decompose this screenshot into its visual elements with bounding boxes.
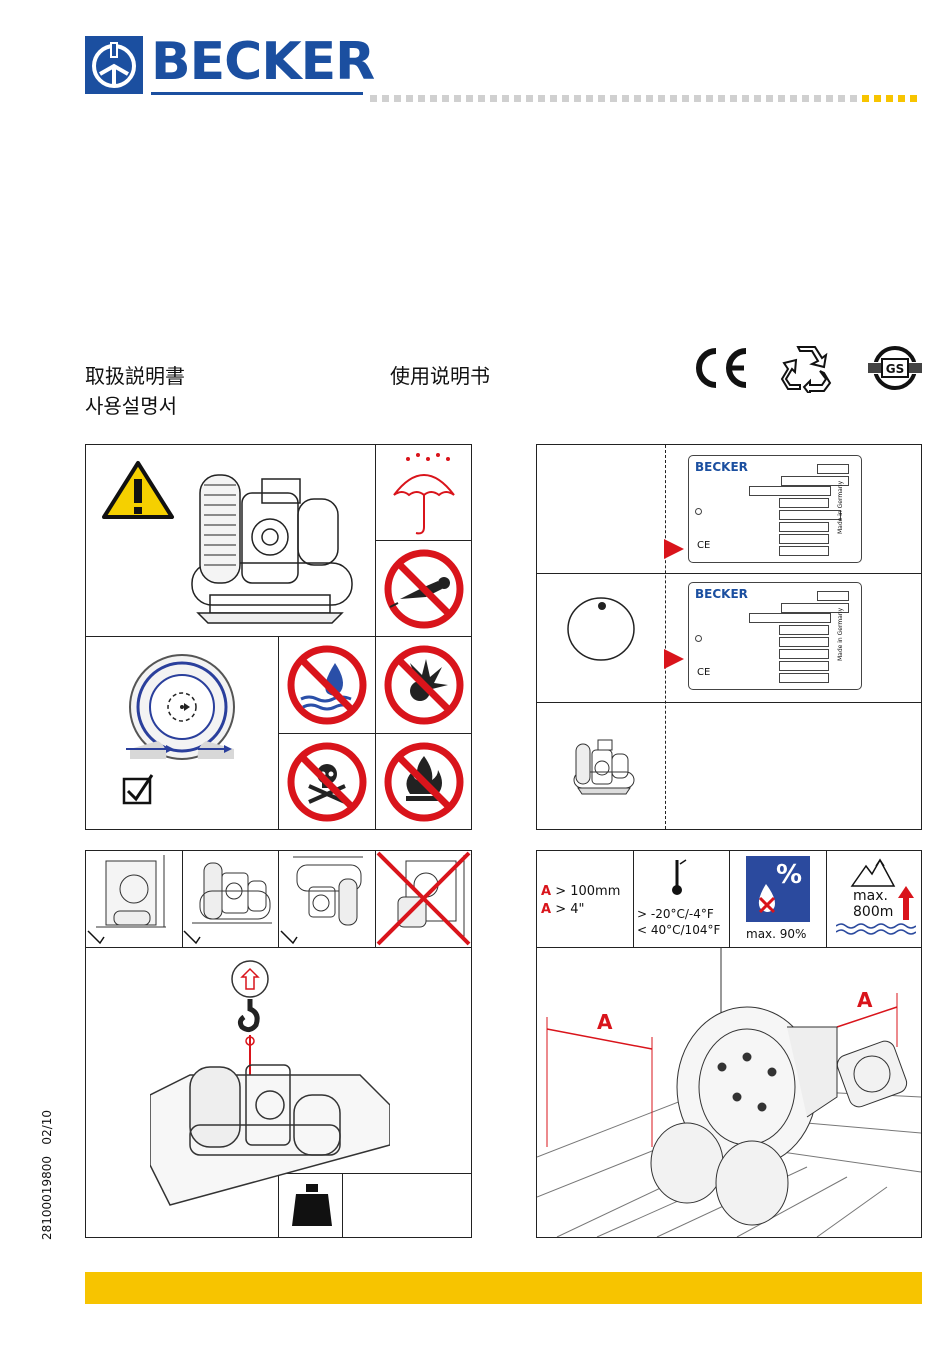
warning-cell [85, 444, 376, 637]
no-explosives-icon [376, 637, 471, 733]
water-level-icon [836, 922, 916, 942]
installation-illustration: A A [537, 947, 921, 1241]
no-toxic-icon [279, 734, 375, 829]
nameplate-bottom: BECKER CE Made in Germany [688, 582, 862, 690]
nameplate-brand: BECKER [695, 460, 748, 474]
no-spraying-icon [376, 541, 471, 636]
title-korean: 사용설명서 [85, 392, 177, 420]
clearance-in-row: A > 4" [541, 902, 584, 918]
mount-wall-icon [86, 851, 181, 950]
mount-forbidden-icon [376, 851, 471, 950]
clearance-in: > 4" [555, 902, 584, 917]
recycle-icon [780, 345, 832, 393]
rotation-direction-icon [126, 655, 234, 759]
mount-ceiling-icon [279, 851, 374, 950]
no-fire-cell [375, 733, 472, 830]
title-japanese: 取扱説明書 [85, 362, 185, 390]
nameplate-top: BECKER CE Made in Germany [688, 455, 862, 563]
small-pump-icon [570, 736, 640, 804]
document-number: 28100019800 [40, 1156, 54, 1240]
clearance-label-2: A [541, 902, 551, 917]
brand-name: BECKER [151, 32, 374, 92]
nameplate-origin: Made in Germany [837, 481, 844, 534]
nameplate-ce-2: CE [697, 667, 710, 678]
gs-mark-icon: GS [866, 345, 924, 391]
ce-mark-icon [690, 345, 750, 391]
mountain-icon [850, 856, 896, 892]
lifting-illustration [150, 955, 390, 1239]
logo-underline [151, 92, 363, 95]
clearance-label: A [541, 884, 551, 899]
no-liquids-icon [279, 637, 375, 733]
svg-text:GS: GS [886, 362, 905, 376]
no-explosive-cell [375, 636, 472, 734]
temp-max: < 40°C/104°F [637, 922, 720, 938]
warning-triangle-icon [104, 463, 172, 517]
humidity-icon: % [746, 856, 810, 922]
altitude-label: max. [853, 888, 888, 904]
checkbox-checked-icon [124, 775, 152, 803]
logo-emblem-icon [85, 36, 143, 94]
dial-icon [566, 596, 636, 666]
altitude-arrow-icon [898, 886, 914, 926]
weight-icon [292, 1182, 332, 1232]
keep-dry-cell [375, 444, 472, 541]
humidity-max: max. 90% [746, 926, 806, 942]
mount-floor-icon [182, 851, 277, 950]
header-dotted-rule [370, 88, 922, 96]
clearance-mm: > 100mm [555, 884, 620, 899]
document-number-row: 28100019800 02/10 [40, 1110, 54, 1240]
temp-min: > -20°C/-4°F [637, 906, 714, 922]
title-chinese: 使用说明书 [390, 362, 490, 390]
no-hose-cell [375, 540, 472, 637]
clearance-mm-row: A > 100mm [541, 884, 620, 900]
footer-bar [85, 1272, 922, 1304]
document-date: 02/10 [40, 1110, 54, 1145]
nameplate-pointer-icon-2 [664, 649, 686, 675]
nameplate-ce: CE [697, 540, 710, 551]
thermometer-icon [664, 858, 690, 902]
no-flammable-icon [376, 734, 471, 829]
no-toxic-cell [278, 733, 376, 830]
nameplate-brand-2: BECKER [695, 587, 748, 601]
altitude-value: 800m [853, 904, 893, 920]
no-water-cell [278, 636, 376, 734]
rotation-cell [85, 636, 279, 830]
svg-text:A: A [597, 1010, 613, 1034]
nameplate-origin-2: Made in Germany [837, 608, 844, 661]
svg-text:A: A [857, 988, 873, 1012]
becker-logo: BECKER [85, 36, 365, 94]
umbrella-icon [376, 445, 471, 540]
pump-drawing [192, 475, 352, 623]
nameplate-pointer-icon [664, 539, 686, 565]
